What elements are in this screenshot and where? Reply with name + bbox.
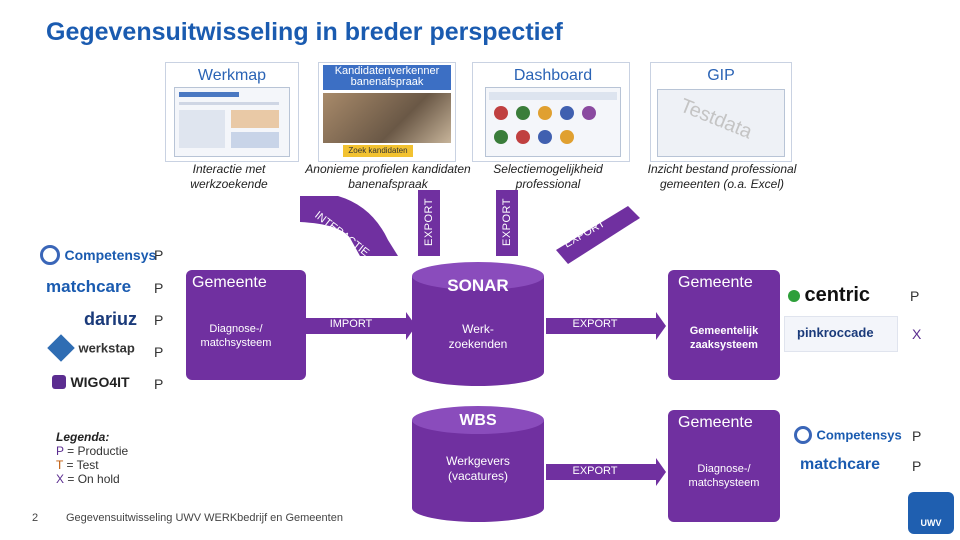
legend: Legenda: P = Productie T = Test X = On h… (56, 430, 128, 486)
legend-title: Legenda: (56, 430, 110, 444)
import-arrowhead (406, 312, 416, 340)
right-gemeente-top-title: Gemeente (678, 274, 753, 291)
status-matchcare-right: P (912, 458, 922, 474)
kandidaten-caption: Anonieme profielen kandidaten banenafspr… (305, 162, 471, 191)
kandidaten-photo (323, 93, 451, 143)
export-wbs-text: Exporteren vacatures (572, 487, 626, 513)
export-sonar-label: EXPORT (572, 318, 618, 330)
status-matchcare: P (154, 280, 164, 296)
interactie-label: INTERACTIE (312, 209, 372, 259)
right-gemeente-bottom-box[interactable]: Gemeente Diagnose-/ matchsysteem (668, 410, 780, 522)
footer-text: Gegevensuitwisseling UWV WERKbedrijf en … (66, 512, 343, 524)
status-werkstap: P (154, 344, 164, 360)
gip-screenshot: Testdata (657, 89, 785, 157)
status-centric: P (910, 288, 920, 304)
export-wbs-arrow (546, 464, 656, 480)
status-competensys-right: P (912, 428, 922, 444)
kandidatenverkenner-banner: Kandidatenverkenner banenafspraak (323, 65, 451, 90)
left-logo-list: Competensys matchcare dariuz werkstap WI… (40, 243, 170, 393)
right-gemeente-bottom-title: Gemeente (678, 414, 753, 431)
page-title: Gegevensuitwisseling in breder perspecti… (46, 18, 563, 46)
status-competensys: P (154, 247, 164, 263)
gip-panel[interactable]: GIP Testdata (650, 62, 792, 162)
import-text: Profielgegevens (315, 339, 395, 351)
export2-arrow (496, 190, 518, 256)
werkmap-caption: Interactie met werkzoekende (190, 162, 268, 191)
export-sonar-text: Gegevens en toelichtingen (568, 341, 634, 367)
dashboard-label: Dashboard (513, 67, 593, 84)
export2-label: EXPORT (501, 197, 513, 247)
wbs-title: WBS (459, 412, 497, 429)
sonar-title: SONAR (447, 276, 509, 295)
competensys-logo: Competensys (40, 245, 156, 265)
pinkroccade-logo: pinkroccade (784, 316, 898, 352)
left-gemeente-box[interactable]: Gemeente Diagnose-/ matchsysteem (186, 270, 306, 380)
dashboard-caption: Selectiemogelijkheid professional (493, 162, 603, 191)
wigo4it-logo: WIGO4IT (52, 373, 130, 391)
page-number: 2 (32, 512, 39, 524)
werkmap-label: Werkmap (197, 67, 267, 84)
export-wbs-label: EXPORT (572, 465, 618, 477)
interactie-arrow (300, 196, 398, 256)
import-arrow (306, 318, 406, 334)
status-dariuz: P (154, 312, 164, 328)
dashboard-panel[interactable]: Dashboard (472, 62, 630, 162)
dashboard-screenshot (485, 87, 621, 157)
gip-caption: Inzicht bestand professional gemeenten (… (647, 162, 797, 191)
wbs-text: Werkgevers (vacatures) (446, 454, 510, 483)
gip-label: GIP (707, 67, 735, 84)
legend-item-t: T = Test (56, 458, 99, 472)
export-sonar-arrowhead (656, 312, 666, 340)
export3-arrow (556, 206, 640, 264)
wbs-cylinder[interactable]: WBS Werkgevers (vacatures) (412, 406, 544, 522)
matchcare-logo: matchcare (46, 277, 132, 296)
werkmap-panel[interactable]: Werkmap (165, 62, 299, 162)
export-sonar-arrow (546, 318, 656, 334)
left-gemeente-text: Diagnose-/ matchsysteem (200, 323, 272, 349)
export-wbs-arrowhead (656, 458, 666, 486)
werkstap-logo: werkstap (47, 334, 135, 362)
sonar-cylinder[interactable]: SONAR Werk-zoekenden (412, 262, 544, 386)
matchcare-logo-right: matchcare (800, 456, 881, 473)
werkmap-screenshot (174, 87, 290, 157)
dariuz-logo: dariuz (84, 309, 138, 329)
zoek-kandidaten-button[interactable]: Zoek kandidaten (343, 145, 413, 157)
legend-item-p: P = Productie (56, 444, 129, 458)
right-gemeente-top-box[interactable]: Gemeente Gemeentelijk zaaksysteem (668, 270, 780, 380)
uwv-logo: UWV (908, 492, 954, 534)
status-pinkroccade: X (912, 326, 922, 342)
left-gemeente-title: Gemeente (192, 274, 267, 291)
sonar-text: Werk-zoekenden (448, 322, 508, 351)
import-label: IMPORT (329, 318, 373, 330)
export1-label: EXPORT (423, 197, 435, 247)
export1-arrow (418, 190, 440, 256)
kandidatenverkenner-panel[interactable]: Kandidatenverkenner banenafspraak Zoek k… (318, 62, 456, 162)
legend-item-x: X = On hold (56, 472, 120, 486)
status-wigo4it: P (154, 376, 164, 392)
right-gemeente-top-text: Gemeentelijk zaaksysteem (689, 325, 759, 351)
right-gemeente-bottom-text: Diagnose-/ matchsysteem (688, 463, 760, 489)
centric-logo: centric (788, 284, 870, 307)
competensys-logo-right: Competensys (794, 426, 902, 444)
